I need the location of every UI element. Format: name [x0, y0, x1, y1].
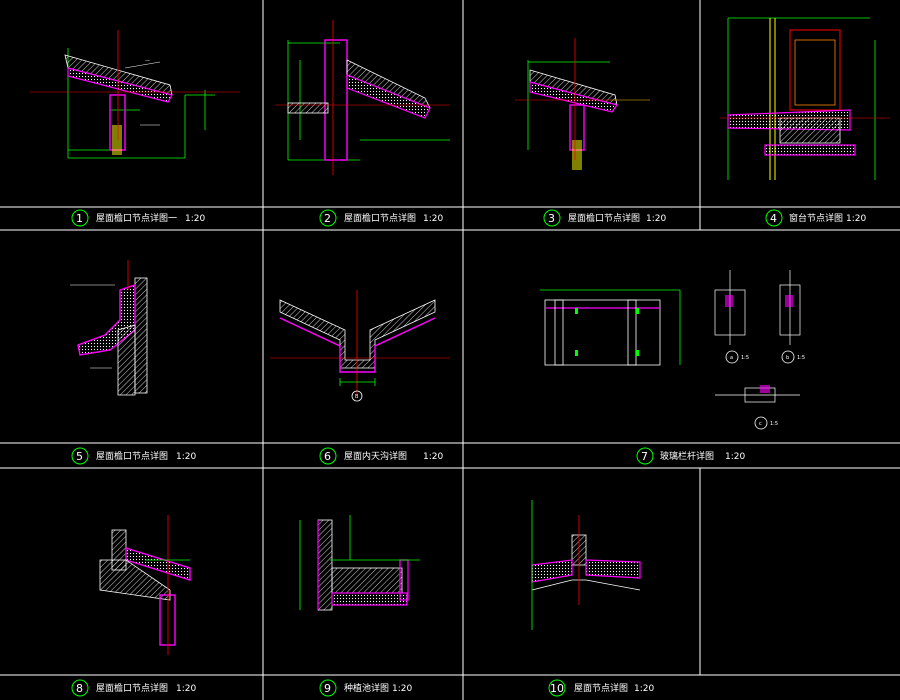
title-scale-3: 1:20	[646, 214, 666, 224]
detail-3-drawing	[515, 38, 650, 170]
title-block-9: 9 种植池详图 1:20	[319, 679, 412, 697]
title-text-1: 屋面檐口节点详图一	[96, 212, 177, 224]
title-text-9: 种植池详图	[344, 682, 389, 694]
title-scale-8: 1:20	[176, 684, 196, 694]
title-block-1: 1 屋面檐口节点详图一 1:20	[71, 209, 205, 227]
detail-10-drawing	[531, 500, 641, 630]
title-number-6: 6	[324, 450, 331, 463]
title-scale-2: 1:20	[423, 214, 443, 224]
title-number-3: 3	[548, 212, 555, 225]
detail-2-drawing	[275, 20, 450, 175]
sub-detail-c-label: c	[759, 421, 762, 427]
title-block-5: 5 屋面檐口节点详图 1:20	[71, 447, 196, 465]
title-scale-4: 1:20	[846, 214, 866, 224]
sub-detail-a-label: a	[730, 355, 733, 361]
title-block-6: 6 屋面内天沟详图 1:20	[319, 447, 443, 465]
detail-5-drawing	[70, 260, 148, 396]
title-block-3: 3 屋面檐口节点详图 1:20	[543, 209, 666, 227]
detail-mark-circle	[351, 390, 363, 402]
title-number-9: 9	[324, 682, 331, 695]
title-text-5: 屋面檐口节点详图	[96, 450, 168, 462]
title-text-7: 玻璃栏杆详图	[660, 450, 714, 462]
detail-6-mark-label: B	[355, 394, 359, 400]
sub-detail-c-scale: 1:5	[770, 421, 778, 427]
detail-1-drawing: —	[30, 30, 240, 159]
title-text-10: 屋面节点详图	[574, 682, 628, 694]
sub-detail-a-mark	[725, 350, 739, 364]
title-text-3: 屋面檐口节点详图	[568, 212, 640, 224]
title-number-2: 2	[324, 212, 331, 225]
title-text-2: 屋面檐口节点详图	[344, 212, 416, 224]
title-block-8: 8 屋面檐口节点详图 1:20	[71, 679, 196, 697]
title-scale-6: 1:20	[423, 452, 443, 462]
detail-4-drawing	[720, 17, 890, 180]
title-block-4: 4 窗台节点详图 1:20	[765, 209, 866, 227]
title-block-7: 7 玻璃栏杆详图 1:20	[636, 447, 745, 465]
title-number-1: 1	[76, 212, 83, 225]
title-text-4: 窗台节点详图	[789, 212, 843, 224]
sub-detail-c-mark	[754, 416, 768, 430]
svg-text:—: —	[145, 58, 150, 64]
sub-detail-a-scale: 1:5	[741, 355, 749, 361]
title-scale-10: 1:20	[634, 684, 654, 694]
title-block-10: 10 屋面节点详图 1:20	[548, 679, 654, 697]
sub-detail-b-mark	[781, 350, 795, 364]
detail-8-drawing	[99, 515, 191, 655]
title-scale-9: 1:20	[392, 684, 412, 694]
sub-detail-b-label: b	[786, 355, 789, 361]
title-scale-7: 1:20	[725, 452, 745, 462]
title-number-7: 7	[641, 450, 648, 463]
detail-7-drawing: a 1:5 b 1:5 c 1:5	[540, 270, 805, 430]
title-number-4: 4	[770, 212, 777, 225]
title-number-10: 10	[550, 682, 564, 695]
title-text-6: 屋面内天沟详图	[344, 450, 407, 462]
title-number-8: 8	[76, 682, 83, 695]
title-scale-1: 1:20	[185, 214, 205, 224]
title-scale-5: 1:20	[176, 452, 196, 462]
detail-6-drawing: B	[270, 290, 450, 402]
title-block-2: 2 屋面檐口节点详图 1:20	[319, 209, 443, 227]
title-text-8: 屋面檐口节点详图	[96, 682, 168, 694]
detail-9-drawing	[299, 515, 420, 611]
sub-detail-b-scale: 1:5	[797, 355, 805, 361]
title-number-5: 5	[76, 450, 83, 463]
